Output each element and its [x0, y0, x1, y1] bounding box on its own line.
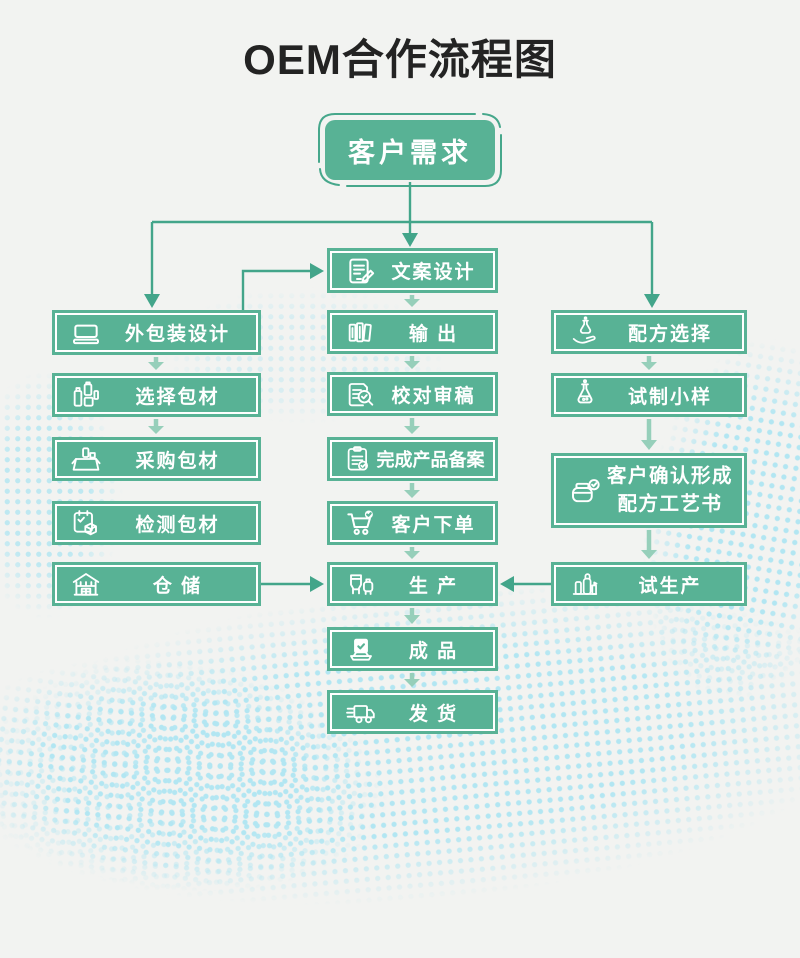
node-label: 输 出: [408, 323, 459, 345]
trial-production-icon: [567, 568, 603, 600]
flow-connectors: [144, 182, 660, 687]
node-customer-confirm-formula: 客户确认形成配方工艺书: [551, 453, 747, 528]
node-production: 生 产: [327, 562, 498, 606]
sample-flask-icon: [567, 379, 603, 411]
node-trial-sample: 试制小样: [551, 373, 747, 417]
node-label: 文案设计: [391, 262, 476, 283]
node-label: 外包装设计: [124, 324, 230, 345]
node-label: 客户下单: [391, 514, 476, 536]
node-label: 选择包材: [135, 386, 220, 408]
node-output: 输 出: [327, 310, 498, 354]
package-design-icon: [68, 317, 104, 349]
node-inspect-packaging: 检测包材: [52, 501, 261, 545]
arrowheads: [144, 233, 660, 592]
node-label: 配方选择: [627, 323, 712, 345]
node-label: 试生产: [638, 575, 702, 597]
node-copy-design: 文案设计: [327, 248, 498, 293]
warehouse-icon: [68, 568, 104, 600]
node-product-filing: 完成产品备案: [327, 437, 498, 481]
node-label: 成 品: [408, 640, 459, 662]
node-customer-demand: 客户需求: [317, 112, 503, 188]
node-customer-order: 客户下单: [327, 501, 498, 545]
output-books-icon: [343, 316, 379, 348]
formula-hand-flask-icon: [567, 316, 603, 348]
node-label: 客户确认形成配方工艺书: [606, 465, 733, 515]
node-label: 试制小样: [627, 386, 712, 408]
node-label: 完成产品备案: [376, 450, 485, 470]
finished-product-icon: [343, 633, 379, 665]
node-formula-selection: 配方选择: [551, 310, 747, 354]
filing-clipboard-icon: [343, 444, 373, 474]
node-label: 生 产: [408, 575, 459, 597]
confirm-jar-icon: [567, 473, 603, 509]
node-label: 检测包材: [135, 514, 220, 536]
purchase-box-icon: [68, 443, 104, 475]
node-outer-packaging-design: 外包装设计: [52, 310, 261, 355]
node-label: 校对审稿: [391, 385, 476, 407]
proofread-icon: [343, 378, 379, 410]
production-tanks-icon: [343, 568, 379, 600]
node-proofreading: 校对审稿: [327, 372, 498, 416]
page-title: OEM合作流程图: [243, 36, 557, 83]
node-shipping: 发 货: [327, 690, 498, 734]
node-trial-production: 试生产: [551, 562, 747, 606]
order-cart-icon: [343, 507, 379, 539]
copywriting-icon: [343, 255, 379, 287]
inspect-box-icon: [68, 507, 104, 539]
delivery-truck-icon: [343, 696, 379, 728]
node-label: 采购包材: [135, 450, 220, 472]
node-warehouse: 仓 储: [52, 562, 261, 606]
node-label: 客户需求: [325, 120, 495, 180]
node-label: 仓 储: [152, 575, 203, 597]
packaging-materials-icon: [68, 379, 104, 411]
root-outline-decoration: [318, 113, 502, 187]
node-purchase-packaging: 采购包材: [52, 437, 261, 481]
node-select-packaging: 选择包材: [52, 373, 261, 417]
node-finished-product: 成 品: [327, 627, 498, 671]
node-label: 发 货: [408, 703, 459, 725]
